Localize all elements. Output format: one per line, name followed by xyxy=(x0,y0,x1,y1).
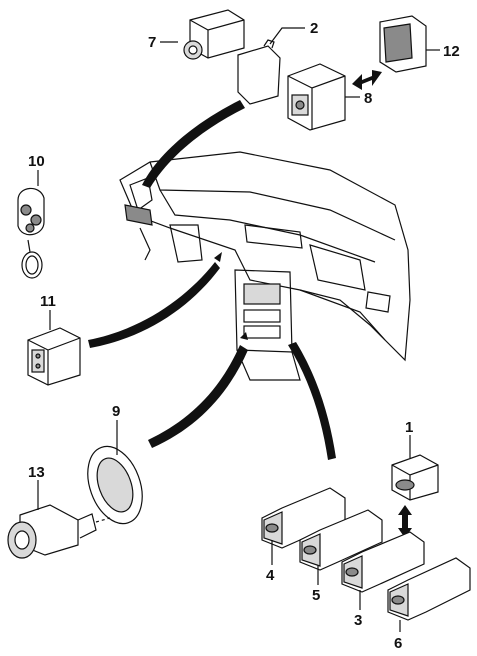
double-arrow-8-12 xyxy=(352,70,382,90)
callout-3: 3 xyxy=(354,612,362,629)
part-1-switch xyxy=(391,454,439,538)
callout-9: 9 xyxy=(112,403,120,420)
callout-leaders xyxy=(37,27,440,632)
part-10-key-fob xyxy=(17,187,45,279)
part-6-switch xyxy=(387,557,471,621)
part-8-switch-module xyxy=(287,63,346,131)
callout-7: 7 xyxy=(148,34,156,51)
part-7-switch xyxy=(183,9,245,60)
leader-arrows xyxy=(88,100,336,460)
part-5-switch xyxy=(299,509,383,571)
part-12-blank-cover xyxy=(379,15,427,73)
callout-12: 12 xyxy=(443,43,460,60)
callout-4: 4 xyxy=(266,567,275,584)
callout-5: 5 xyxy=(312,587,320,604)
dashboard-illustration xyxy=(119,151,411,381)
part-11-switch xyxy=(27,327,81,386)
part-3-switch xyxy=(341,531,425,593)
callout-11: 11 xyxy=(40,293,56,310)
callout-8: 8 xyxy=(364,90,372,107)
part-9-ring xyxy=(87,445,143,525)
callout-2: 2 xyxy=(310,20,318,37)
callout-13: 13 xyxy=(28,464,45,481)
part-13-lighter xyxy=(7,504,111,559)
callout-6: 6 xyxy=(394,635,402,652)
callout-10: 10 xyxy=(28,153,45,170)
part-2-cover xyxy=(237,39,281,105)
callout-1: 1 xyxy=(405,419,413,436)
